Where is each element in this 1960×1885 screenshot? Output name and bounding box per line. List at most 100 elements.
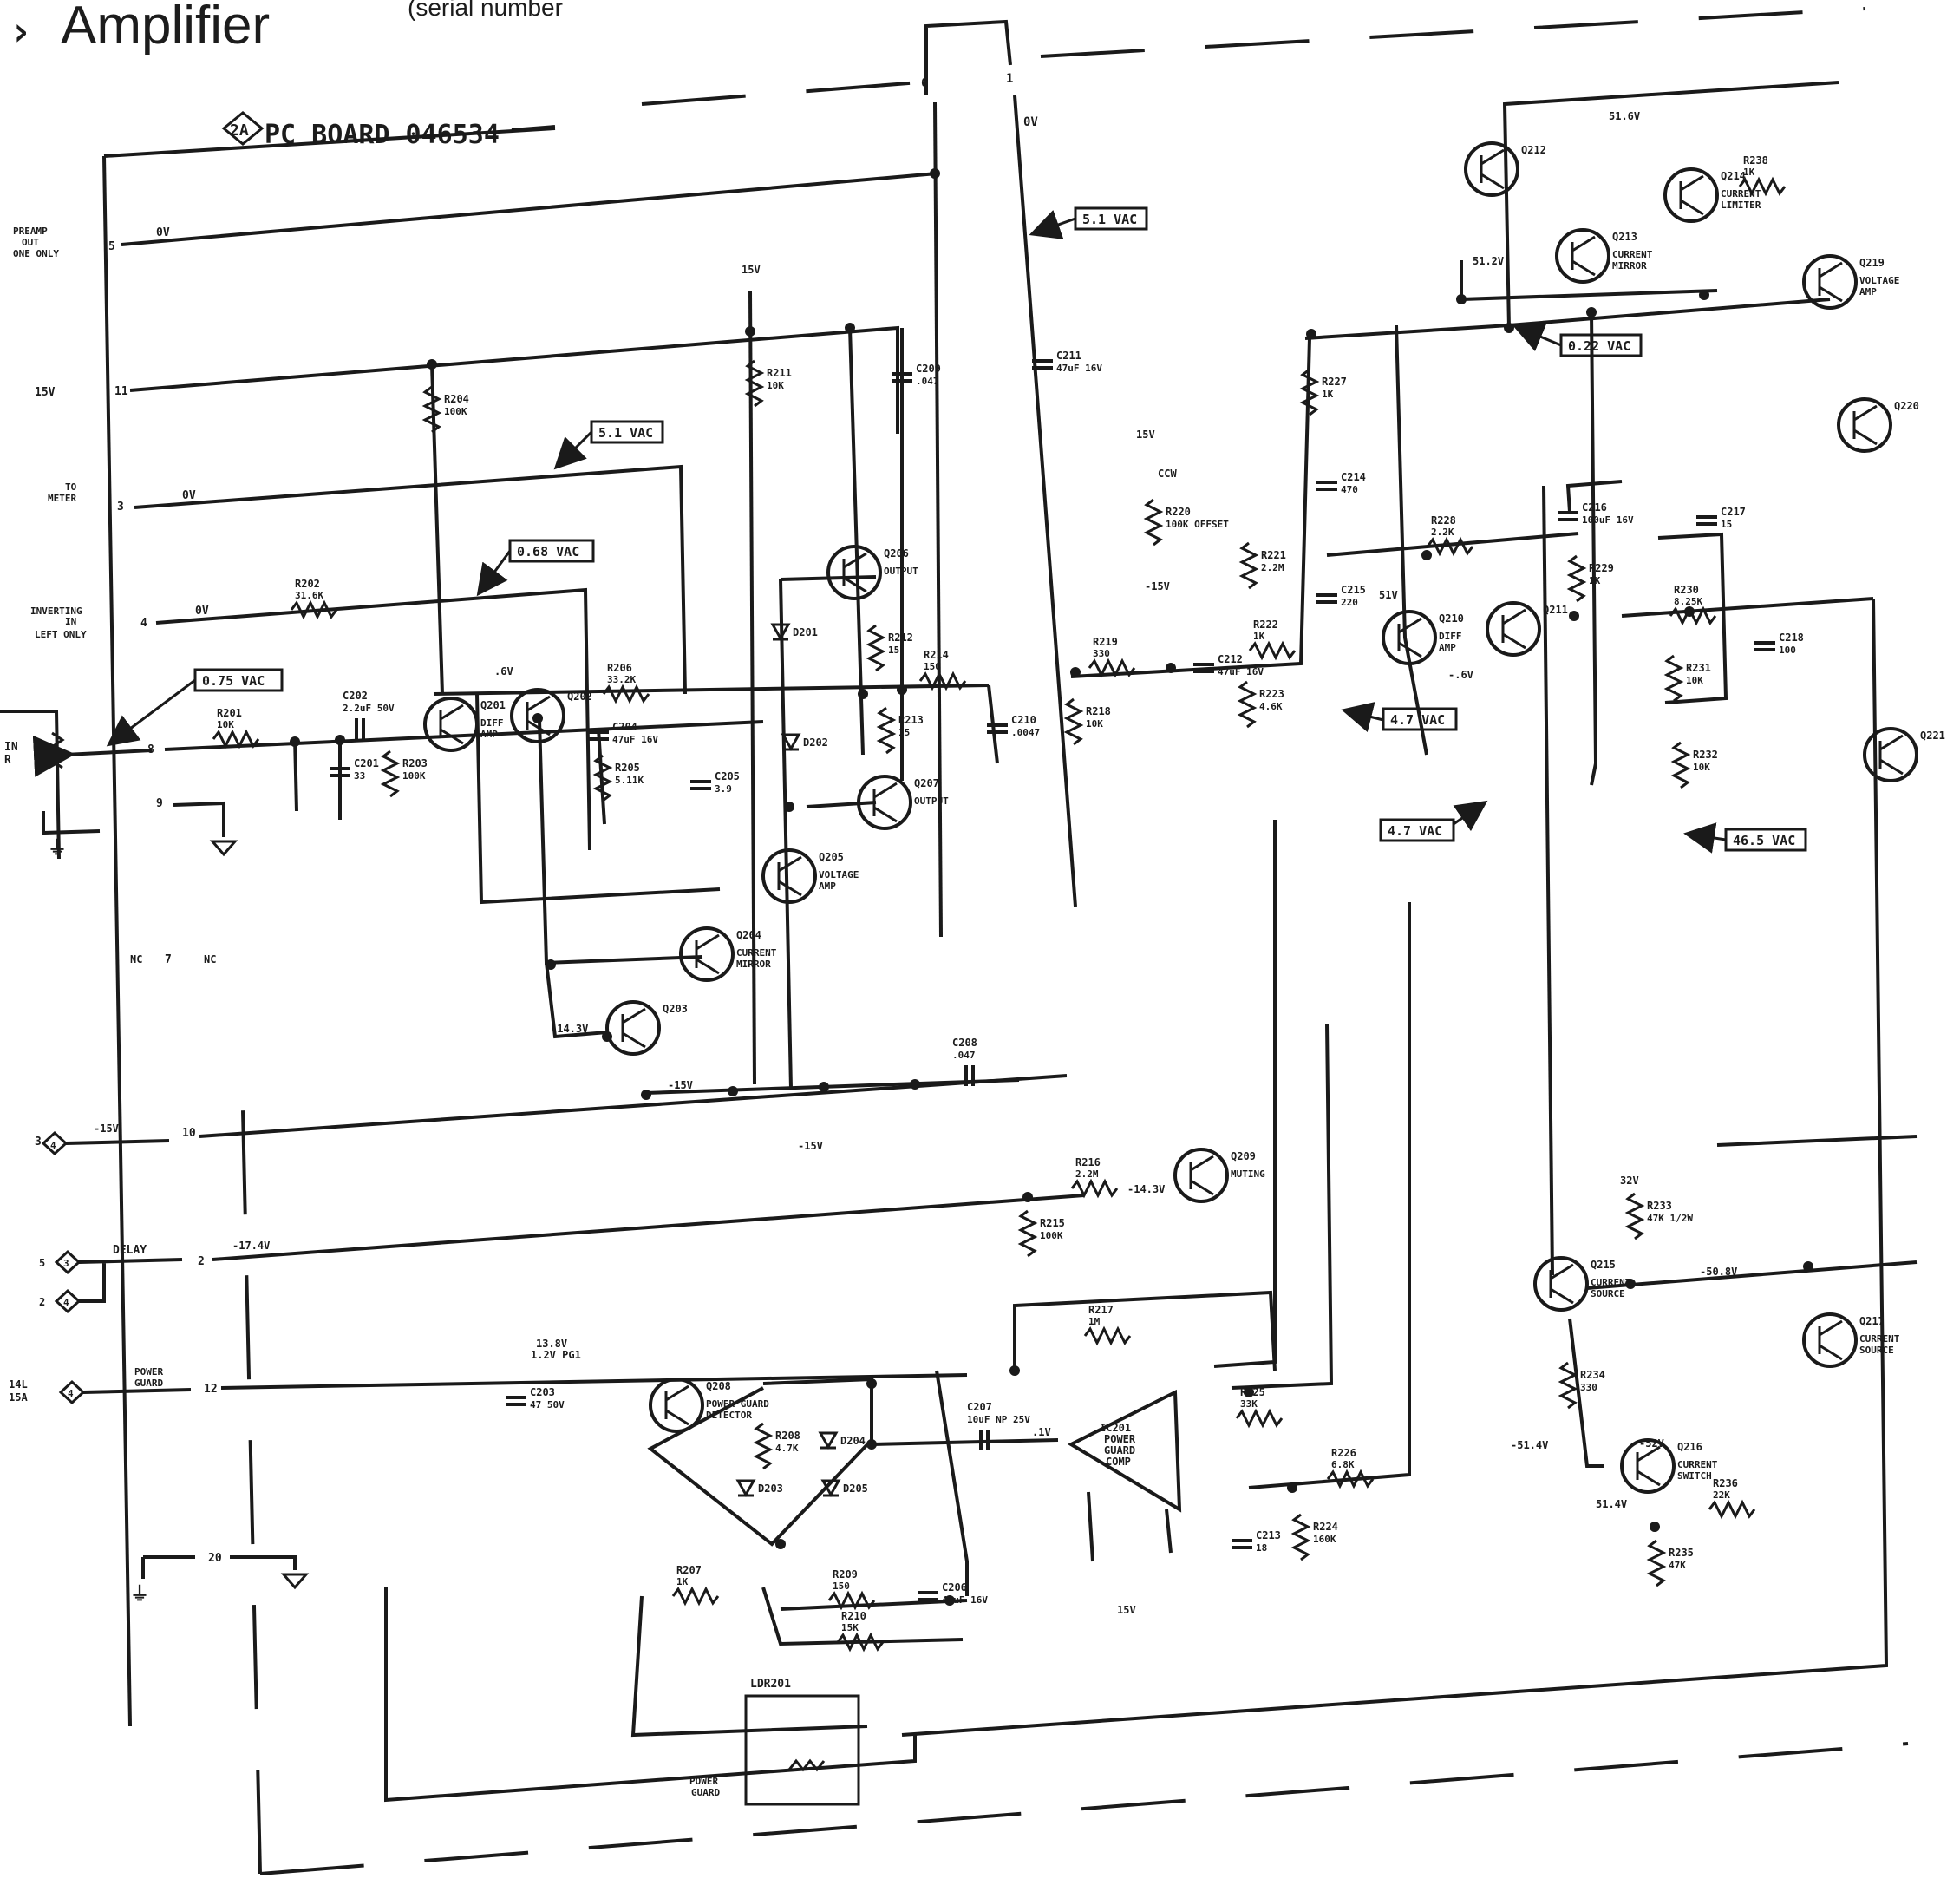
voltage-tag-arrow: [1341, 702, 1384, 733]
transistor-leads: [1189, 1155, 1214, 1196]
diode-ref: D201: [793, 626, 818, 638]
resistor-ref: R231: [1686, 662, 1711, 674]
voltage-tag-box: [193, 668, 284, 692]
board-left-edge: [241, 1109, 262, 1875]
junction-dot: [784, 802, 794, 812]
transistor-leads: [439, 704, 464, 745]
wire-r228: [1326, 532, 1579, 557]
transistor-note: DIFF: [1439, 631, 1462, 642]
resistor-ref: R208: [775, 1430, 800, 1442]
edge-pin-preamp-out: PREAMP OUT ONE ONLY 5 0V: [13, 172, 938, 259]
top-pin-1: 1: [1006, 72, 1013, 86]
capacitor-ref: C215: [1341, 584, 1366, 596]
edge-pin-number: 5: [108, 240, 115, 253]
capacitor-value: .0047: [1011, 727, 1040, 738]
wire-c216: [1565, 480, 1623, 513]
transistor-leads: [1480, 148, 1505, 190]
wire-diff-tail: [475, 693, 721, 905]
capacitor-symbol: [892, 372, 912, 383]
junction-dots: [290, 168, 1813, 1606]
capacitor-value: .047: [916, 376, 939, 387]
wire-current-mirror: [538, 719, 703, 965]
wire-diode-chain: [779, 579, 793, 1090]
wire-c217-loop: [1657, 532, 1728, 704]
annotation: 13.8V: [536, 1338, 567, 1350]
board-bottom-edge: [259, 1742, 1909, 1875]
resistor-value: 47K: [1669, 1560, 1686, 1571]
wire-pin9-ground: [173, 801, 225, 837]
resistor-r225: R22533K: [1235, 1386, 1284, 1429]
transistor-ref: Q215: [1591, 1259, 1616, 1271]
transistor-leads: [1679, 174, 1704, 216]
resistor-ref: R210: [841, 1610, 866, 1622]
capacitor-c210: C210.0047: [987, 714, 1040, 738]
junction-dot: [1625, 1279, 1636, 1289]
transistor-leads: [1571, 235, 1596, 277]
diode-ref: D203: [758, 1482, 783, 1495]
resistor-ref: R218: [1086, 705, 1111, 717]
transistor-q221: Q221: [1863, 727, 1945, 782]
edge-pin-plus15v: 15V 11: [35, 325, 899, 434]
edge-pin-voltage: -15V: [94, 1122, 119, 1135]
resistor-ref: R234: [1580, 1369, 1605, 1381]
voltage-tag: 4.7 VAC: [1341, 702, 1458, 733]
diode-symbol: [820, 1479, 841, 1498]
resistor-value: 33.2K: [607, 674, 636, 685]
resistor-ref: R229: [1589, 562, 1614, 574]
resistor-symbol: [1237, 680, 1258, 729]
board-outline: [241, 7, 1909, 1875]
annotation: 51V: [1379, 589, 1398, 601]
voltage-tag: 5.1 VAC: [1029, 206, 1148, 239]
junction-dot: [1650, 1522, 1660, 1532]
edge-pin-number: 10: [182, 1127, 196, 1140]
resistor-symbol: [1017, 1209, 1038, 1258]
resistor-symbol: [1088, 658, 1136, 678]
transistor-body: [826, 545, 882, 600]
transistor-body: [1533, 1256, 1589, 1312]
resistor-symbol: [671, 1586, 720, 1607]
capacitor-value: 47uF 16V: [612, 734, 658, 745]
resistor-ref: R215: [1040, 1217, 1065, 1229]
resistor-symbol: [1646, 1539, 1667, 1587]
junction-dot: [1070, 667, 1081, 677]
capacitor-symbol: [964, 1065, 975, 1086]
capacitor-ref: C211: [1056, 350, 1081, 362]
resistor-ref: R214: [924, 649, 949, 661]
voltage-tag-arrow: [1029, 209, 1076, 239]
junction-dot: [546, 959, 556, 970]
resistor-value: 10K: [1686, 675, 1703, 686]
resistor-ref: R232: [1693, 749, 1718, 761]
wire-ic-pin7: [1087, 1491, 1094, 1562]
wire-pin6-down: [933, 101, 943, 938]
resistor-symbol: [1624, 1192, 1645, 1240]
annotation: .6V: [494, 665, 513, 677]
wire-to-meter: [134, 464, 687, 695]
resistor-value: 31.6K: [295, 590, 323, 601]
resistor-value: 100K OFFSET: [1166, 519, 1229, 530]
resistor-ref: R204: [444, 393, 469, 405]
resistor-ref: R203: [402, 757, 428, 769]
resistor-symbol: [592, 754, 613, 802]
annotation: 51.6V: [1609, 110, 1640, 122]
resistor-ref: R212: [888, 632, 913, 644]
transistor-note: AMP: [480, 729, 498, 740]
edge-pin-inverting-in: INVERTING IN LEFT ONLY 4 0V: [30, 587, 591, 851]
transistor-ref: Q202: [567, 691, 592, 703]
top-pin-6: 6: [921, 76, 928, 90]
edge-label-line: 15V: [35, 386, 56, 399]
resistor-ref: R226: [1331, 1447, 1356, 1459]
capacitor-value: 220: [1341, 597, 1358, 608]
resistor-symbol: [1670, 741, 1691, 789]
capacitor-value: 3.9: [715, 783, 732, 795]
